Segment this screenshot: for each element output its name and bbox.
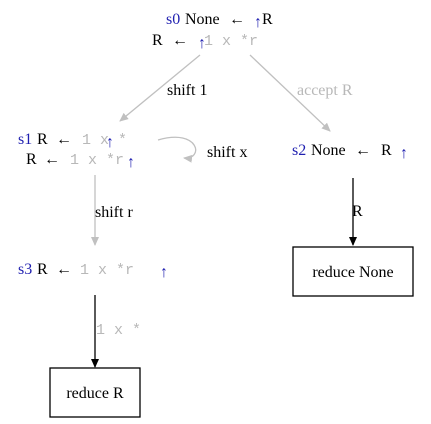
edge-shift-x <box>157 136 197 163</box>
state-s1-row2-lhs: R <box>26 151 37 168</box>
edge-accept-r <box>249 54 331 132</box>
state-s3-dot-icon: ↑ <box>160 264 168 281</box>
reduce-none-box: reduce None <box>292 246 414 297</box>
state-s1-row2-dot-icon: ↑ <box>127 154 135 171</box>
reduce-r-box: reduce R <box>49 367 141 418</box>
state-s2-id: s2 <box>292 142 306 159</box>
edge-shift-1-label: shift 1 <box>167 82 207 99</box>
edge-shift-1 <box>119 54 201 122</box>
reduce-none-label: reduce None <box>312 264 393 281</box>
edge-shift-r-label: shift r <box>95 204 133 221</box>
state-s1-arrow: ← <box>56 131 72 148</box>
state-s1-dot-icon: ↑ <box>106 134 114 151</box>
state-s1-head: R <box>37 131 48 148</box>
state-s3-head: R <box>37 261 48 278</box>
state-s3-arrow: ← <box>56 261 72 278</box>
state-s0-row2-lhs: R <box>152 32 163 49</box>
edge-shift-x-label: shift x <box>207 144 247 161</box>
state-s2-rhs: R <box>381 142 392 159</box>
state-s0-id: s0 <box>166 11 180 28</box>
edge-accept-r-label: accept R <box>297 82 353 99</box>
state-s0-row2-arrow: ← <box>172 32 188 49</box>
state-s3-id: s3 <box>18 261 32 278</box>
edge-reduce-none-label: R <box>352 203 363 220</box>
state-s1-row2-rhs: 1 x *r <box>70 152 124 169</box>
state-s0: s0 None ← ↑ R R ← ↑ 1 x *r <box>152 11 273 52</box>
state-s1-id: s1 <box>18 131 32 148</box>
state-s1-rhs: 1 x * <box>82 132 127 149</box>
state-s2-arrow: ← <box>355 142 371 159</box>
state-s0-rhs: R <box>262 11 273 28</box>
state-s1: s1 R ← 1 x * ↑ R ← 1 x *r ↑ <box>18 131 135 171</box>
state-s0-arrow: ← <box>229 11 245 28</box>
state-s2-dot-icon: ↑ <box>400 145 408 162</box>
state-s0-dot-icon: ↑ <box>254 14 262 31</box>
state-s0-row2-rhs: 1 x *r <box>204 33 258 50</box>
state-s0-head: None <box>185 11 220 28</box>
state-s2-head: None <box>311 142 346 159</box>
state-s0-row2-dot-icon: ↑ <box>198 35 206 52</box>
state-s3-rhs: 1 x *r <box>80 262 134 279</box>
edge-reduce-r-label: 1 x * <box>96 322 141 339</box>
state-s3: s3 R ← 1 x *r ↑ <box>18 261 168 281</box>
state-s2: s2 None ← R ↑ <box>292 142 408 162</box>
reduce-r-label: reduce R <box>66 385 124 402</box>
state-s1-row2-arrow: ← <box>44 151 60 168</box>
